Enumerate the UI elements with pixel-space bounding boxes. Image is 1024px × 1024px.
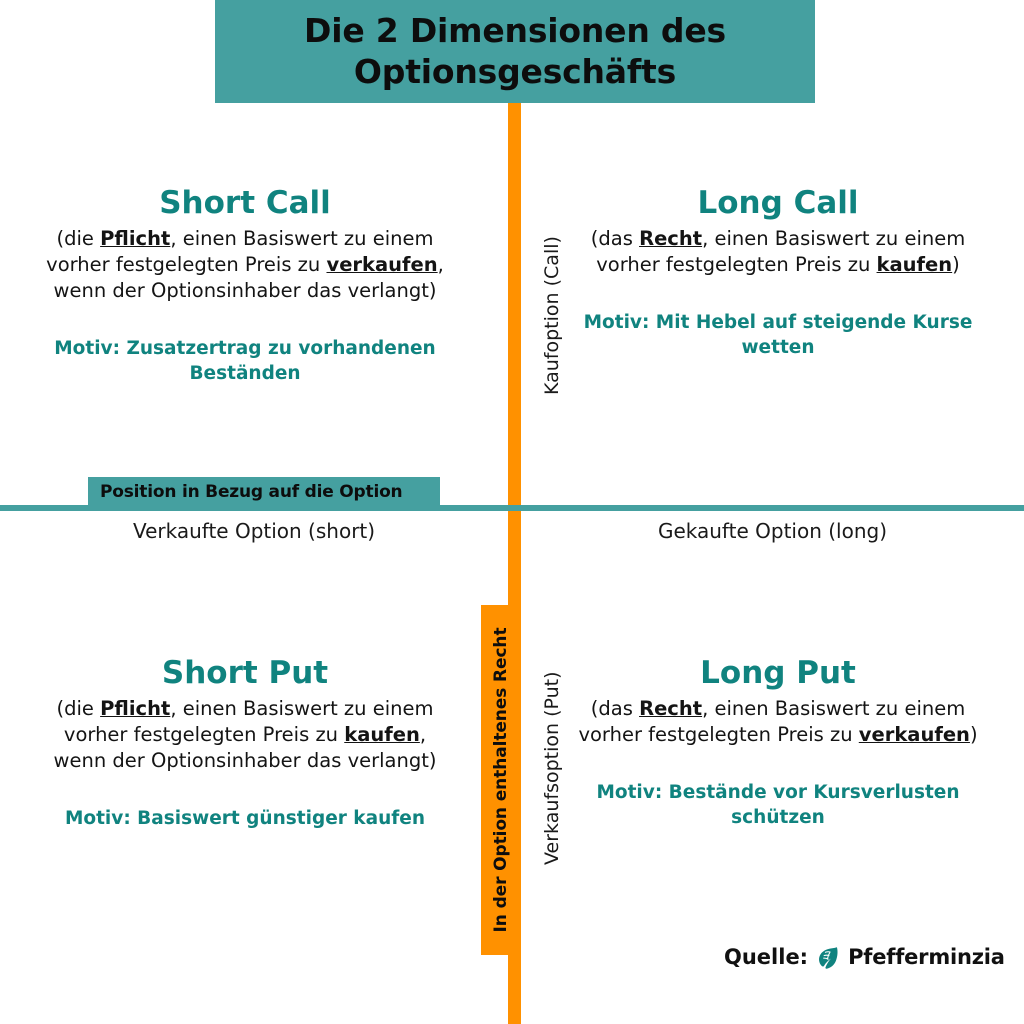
quadrant-motive-short-call: Motiv: Zusatzertrag zu vorhandenen Bestä…: [54, 337, 436, 384]
quadrant-short-put: Short Put (die Pflicht, einen Basiswert …: [40, 656, 450, 832]
quadrant-long-put: Long Put (das Recht, einen Basiswert zu …: [573, 656, 983, 831]
title-line-2: Optionsgeschäfts: [353, 51, 677, 91]
axis-label-kaufoption-call: Kaufoption (Call): [541, 236, 563, 395]
title-line-1: Die 2 Dimensionen des: [304, 11, 726, 51]
quadrant-motive-short-put: Motiv: Basiswert günstiger kaufen: [64, 807, 426, 829]
title-band: Die 2 Dimensionen des Optionsgeschäfts: [215, 0, 815, 103]
horizontal-axis-chip: Position in Bezug auf die Option: [88, 477, 440, 507]
quadrant-description-long-call: (das Recht, einen Basiswert zu einem vor…: [590, 227, 966, 277]
vertical-axis-chip-label: In der Option enthaltenes Recht: [491, 627, 511, 933]
quadrant-title-short-put: Short Put: [161, 655, 329, 691]
vertical-axis-chip: In der Option enthaltenes Recht: [481, 605, 521, 955]
quadrant-motive-long-put: Motiv: Bestände vor Kursverlusten schütz…: [596, 781, 960, 828]
axis-label-verkaufsoption-put: Verkaufsoption (Put): [541, 671, 563, 865]
horizontal-axis-chip-label: Position in Bezug auf die Option: [100, 482, 403, 502]
axis-label-verkaufte-option-short: Verkaufte Option (short): [132, 519, 376, 543]
source-credit: Quelle: Pfefferminzia: [724, 944, 1005, 970]
quadrant-description-short-put: (die Pflicht, einen Basiswert zu einem v…: [53, 697, 437, 772]
quadrant-title-short-call: Short Call: [159, 185, 331, 221]
quadrant-description-long-put: (das Recht, einen Basiswert zu einem vor…: [578, 697, 978, 747]
horizontal-axis-line: [0, 505, 1024, 511]
axis-label-gekaufte-option-long: Gekaufte Option (long): [657, 519, 888, 543]
page-title: Die 2 Dimensionen des Optionsgeschäfts: [304, 11, 726, 92]
brand-name: Pfefferminzia: [848, 945, 1005, 969]
source-label: Quelle:: [724, 945, 809, 969]
quadrant-motive-long-call: Motiv: Mit Hebel auf steigende Kurse wet…: [583, 311, 973, 358]
quadrant-description-short-call: (die Pflicht, einen Basiswert zu einem v…: [46, 227, 444, 302]
quadrant-title-long-put: Long Put: [700, 655, 856, 691]
quadrant-short-call: Short Call (die Pflicht, einen Basiswert…: [40, 186, 450, 387]
quadrant-title-long-call: Long Call: [697, 185, 859, 221]
quadrant-long-call: Long Call (das Recht, einen Basiswert zu…: [573, 186, 983, 361]
mint-leaf-icon: [815, 944, 841, 970]
